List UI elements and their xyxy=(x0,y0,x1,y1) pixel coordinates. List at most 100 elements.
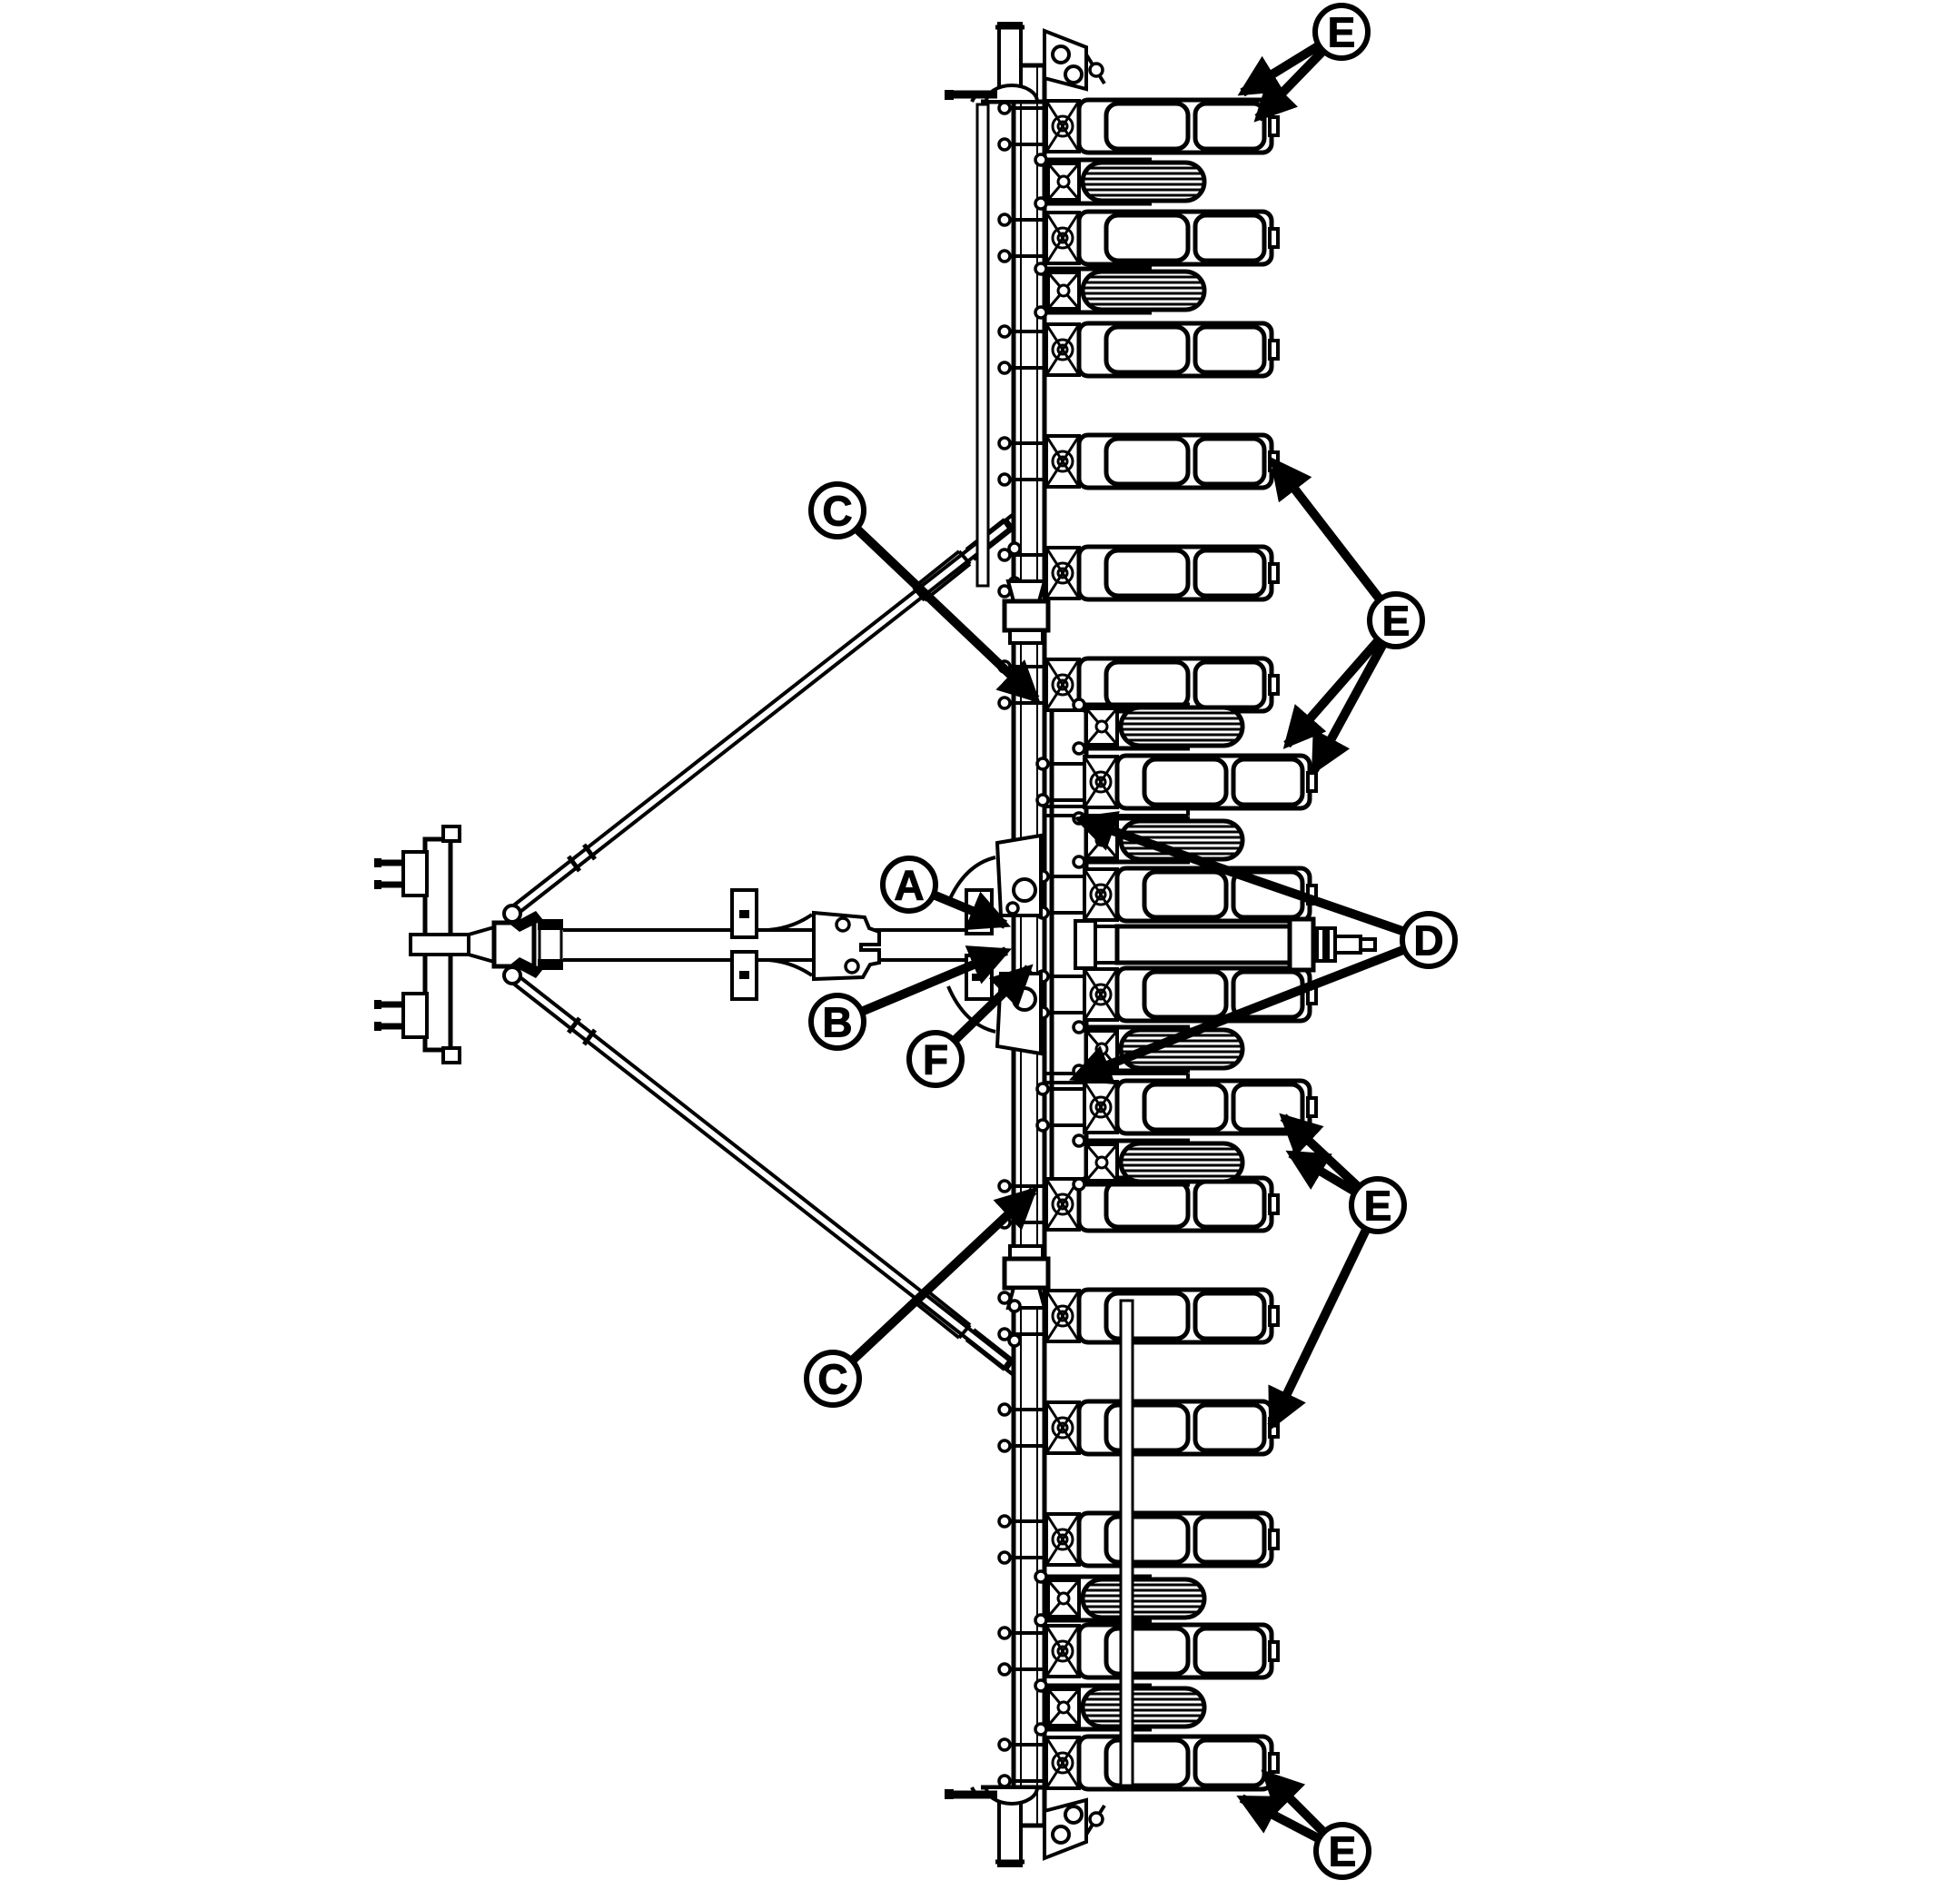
mount-pin xyxy=(997,436,1012,450)
seed-hopper xyxy=(1142,869,1229,920)
marker-assembly-top xyxy=(945,22,1106,104)
callout-E-bottom: E xyxy=(1236,1769,1371,1880)
callout-arrow xyxy=(834,507,1041,704)
mount-pin xyxy=(1035,793,1050,807)
callout-arrow xyxy=(1068,935,1430,1085)
callout-letter: E xyxy=(1382,598,1411,645)
seed-hopper xyxy=(1193,324,1267,375)
callout-E-lower: E xyxy=(1267,1113,1407,1431)
mount-pin xyxy=(997,361,1012,375)
callout-bubble xyxy=(906,1030,965,1088)
callout-E-top: E xyxy=(1237,3,1371,123)
callout-bubble xyxy=(808,481,866,539)
mount-pin xyxy=(1035,1082,1050,1096)
callout-bubble xyxy=(880,856,938,914)
marker-tube-lower xyxy=(1119,1299,1134,1787)
mount-pin xyxy=(997,137,1012,152)
callout-bubble xyxy=(1312,3,1371,61)
callout-E-mid: E xyxy=(1270,456,1425,776)
row-unit xyxy=(997,209,1280,267)
seed-hopper xyxy=(1193,1737,1267,1788)
mount-pin xyxy=(997,548,1012,562)
callout-letter: C xyxy=(822,488,852,535)
mount-pin xyxy=(997,472,1012,487)
seed-hopper xyxy=(1104,1291,1191,1341)
callout-arrow xyxy=(1267,1202,1382,1431)
mount-pin xyxy=(997,324,1012,339)
mount-pin xyxy=(997,249,1012,263)
callout-arrow xyxy=(836,945,1012,1026)
callout-D: D xyxy=(1068,811,1458,1085)
gauge-wheel-unit xyxy=(1034,1678,1207,1737)
hydraulic-cylinder xyxy=(1074,916,1377,973)
callout-A: A xyxy=(880,856,1011,931)
mount-pin xyxy=(997,1402,1012,1417)
gauge-wheel-unit xyxy=(1072,698,1245,756)
mount-pin xyxy=(1035,1118,1050,1133)
mount-pin xyxy=(997,213,1012,227)
seed-hopper xyxy=(1193,1626,1267,1677)
callout-C-upper: C xyxy=(808,481,1041,704)
main-toolbar xyxy=(1011,63,1047,1828)
row-unit xyxy=(1035,753,1318,811)
callout-bubble xyxy=(804,1350,862,1408)
wing-hinge-lower xyxy=(1002,1244,1051,1348)
gauge-wheel-unit xyxy=(1072,1133,1245,1192)
callout-C-lower: C xyxy=(804,1186,1038,1408)
marker-assembly-bottom xyxy=(945,1785,1106,1867)
mount-pin xyxy=(997,1514,1012,1529)
callout-B: B xyxy=(808,945,1012,1051)
seed-hopper xyxy=(1193,659,1267,710)
seed-hopper xyxy=(1193,1402,1267,1453)
callout-bubble xyxy=(1349,1176,1407,1234)
gauge-wheel-unit xyxy=(1034,153,1207,211)
seed-hopper xyxy=(1104,1402,1191,1453)
gauge-wheel-unit xyxy=(1072,811,1245,869)
seed-hopper xyxy=(1104,101,1191,152)
marker-tube-upper xyxy=(975,103,990,588)
callout-letter: B xyxy=(822,999,852,1046)
seed-hopper xyxy=(1104,1737,1191,1788)
mount-pin xyxy=(997,1626,1012,1640)
row-unit xyxy=(1035,1078,1318,1136)
callout-letter: C xyxy=(817,1356,847,1403)
mount-pin xyxy=(997,1327,1012,1341)
seed-hopper xyxy=(1193,213,1267,263)
seed-hopper xyxy=(1142,1082,1229,1133)
mount-pin xyxy=(997,1550,1012,1565)
callout-arrow xyxy=(1073,811,1430,945)
seed-hopper xyxy=(1193,1179,1267,1230)
callout-letter: E xyxy=(1328,9,1356,56)
row-unit xyxy=(997,544,1280,602)
gauge-wheel-unit xyxy=(1034,262,1207,320)
seed-hopper xyxy=(1104,659,1191,710)
callout-F: F xyxy=(906,964,1034,1088)
seed-hopper xyxy=(1104,548,1191,599)
row-unit xyxy=(997,656,1280,714)
callout-bubble xyxy=(1400,911,1458,969)
row-unit xyxy=(997,321,1280,379)
callout-letter: D xyxy=(1413,917,1443,965)
seed-hopper xyxy=(1104,1179,1191,1230)
seed-hopper xyxy=(1193,1291,1267,1341)
seed-hopper xyxy=(1142,757,1229,807)
mount-pin xyxy=(997,1179,1012,1193)
seed-hopper xyxy=(1104,324,1191,375)
mount-pin xyxy=(997,1662,1012,1677)
row-unit xyxy=(997,1175,1280,1233)
callout-letter: E xyxy=(1329,1828,1357,1875)
seed-hopper xyxy=(1193,436,1267,487)
gauge-wheel-unit xyxy=(1034,1569,1207,1628)
seed-hopper xyxy=(1231,757,1305,807)
mount-pin xyxy=(1035,757,1050,771)
seed-hopper xyxy=(1193,548,1267,599)
callout-bubble xyxy=(808,993,866,1051)
callout-bubble xyxy=(1313,1822,1371,1880)
row-units-layer xyxy=(997,97,1318,1792)
mount-pin xyxy=(997,1439,1012,1453)
mount-pin xyxy=(997,101,1012,115)
mount-pin xyxy=(997,1737,1012,1752)
seed-hopper xyxy=(1104,213,1191,263)
callouts-layer: A B F C C D E E E E xyxy=(804,3,1458,1880)
callout-arrow xyxy=(1270,456,1400,624)
